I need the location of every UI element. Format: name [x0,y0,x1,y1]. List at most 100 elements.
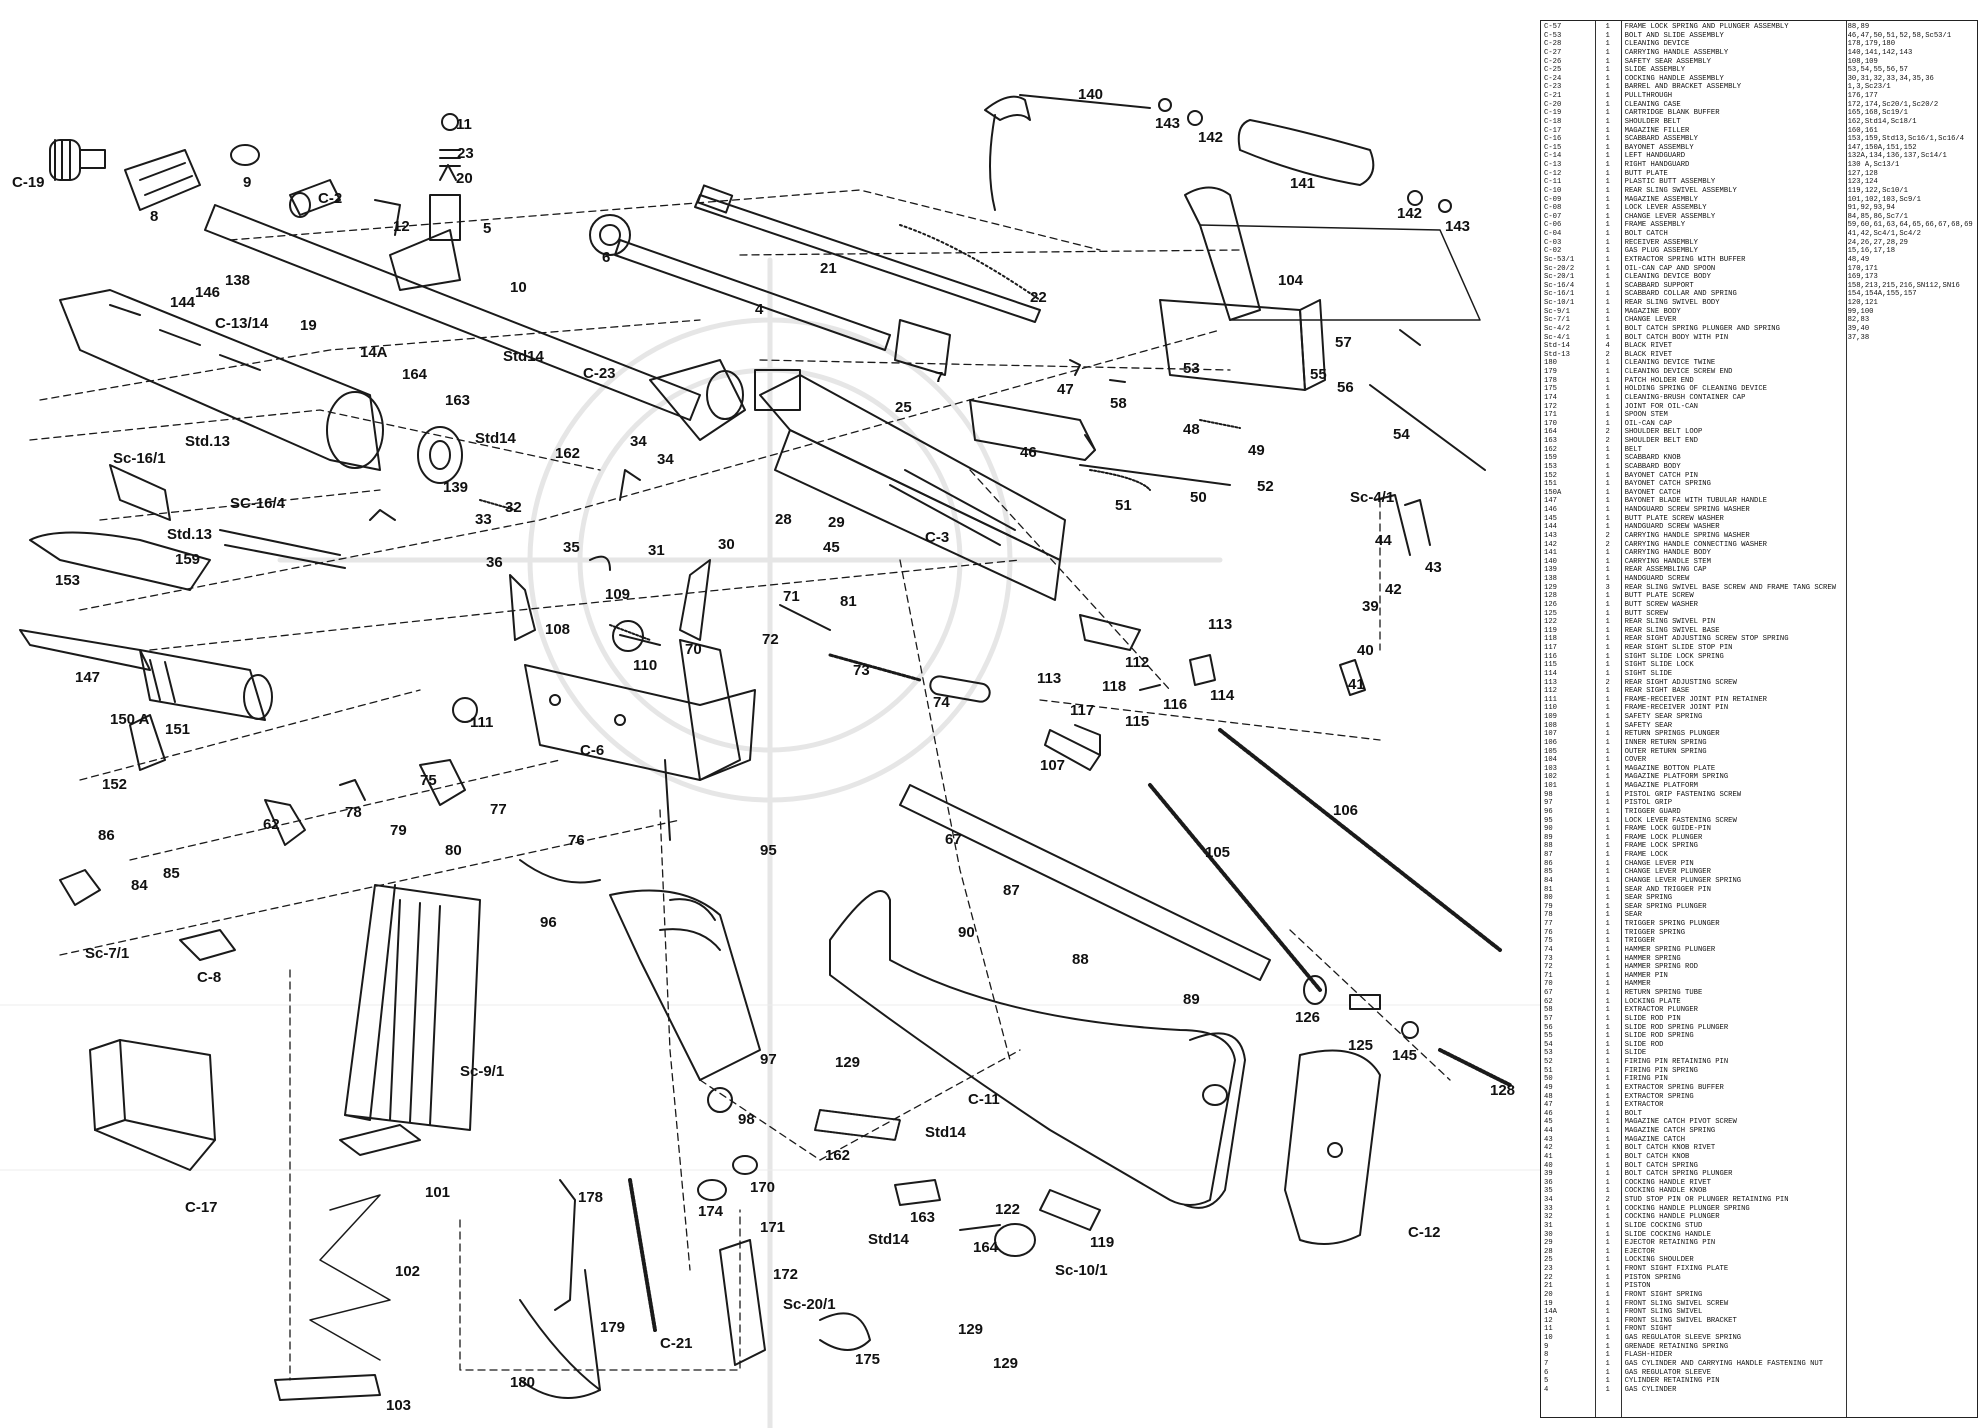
part-references: 24,26,27,28,29 [1847,238,1908,247]
part-quantity: 1 [1605,937,1610,946]
part-quantity: 1 [1605,1308,1610,1317]
part-code: 49 [1544,1083,1553,1092]
bolt-group [969,399,1241,491]
part-references [1845,653,1977,662]
part-quantity: 1 [1605,1144,1610,1153]
part-references [1845,972,1977,981]
part-code: 71 [1544,971,1553,980]
part-quantity: 1 [1605,1023,1610,1032]
part-quantity: 1 [1605,324,1610,333]
part-quantity: 1 [1605,635,1610,644]
part-code: 102 [1544,773,1557,782]
part-quantity: 1 [1605,152,1610,161]
part-references: 169,173 [1847,273,1878,282]
part-references [1845,480,1977,489]
part-code: 110 [1544,704,1557,713]
part-code: 140 [1544,557,1557,566]
flash-hider-assembly [49,139,260,211]
label-109: 109 [605,586,631,603]
part-code: 6 [1544,1368,1549,1377]
part-references: 108,109 [1847,57,1878,66]
part-references [1845,722,1977,731]
label-c19: C-19 [12,174,45,191]
part-quantity: 1 [1605,1032,1610,1041]
label-139: 139 [443,479,469,496]
part-description: PISTON [1624,1282,1651,1291]
part-quantity: 1 [1605,980,1610,989]
label-20: 20 [456,170,473,187]
part-quantity: 1 [1605,920,1610,928]
part-code: C-21 [1544,92,1562,100]
part-code: 70 [1544,980,1553,989]
part-description: JOINT FOR OIL-CAN [1624,402,1698,411]
part-quantity: 1 [1605,1368,1610,1377]
part-references [1845,1274,1977,1283]
part-quantity: 1 [1605,1152,1610,1161]
part-code: 179 [1544,368,1557,376]
part-quantity: 1 [1605,1170,1610,1179]
part-quantity: 1 [1605,454,1610,463]
label-113-b: 113 [1037,670,1062,687]
part-references [1845,532,1977,541]
label-96: 96 [540,914,557,931]
part-references [1845,1343,1977,1352]
part-quantity: 1 [1605,255,1610,264]
part-code: 129 [1544,583,1557,592]
part-references: 1,3,Sc23/1 [1847,83,1891,92]
part-description: REAR SLING SWIVEL BODY [1624,299,1720,307]
part-references [1845,937,1977,946]
part-description: BAYONET ASSEMBLY [1624,143,1694,152]
label-c8: C-8 [197,969,222,986]
part-description: LEFT HANDGUARD [1624,152,1686,161]
part-description: REAR SIGHT SLIDE STOP PIN [1624,644,1733,652]
part-description: FRONT SIGHT SPRING [1624,1290,1703,1299]
part-quantity: 1 [1605,721,1610,730]
part-references [1845,1024,1977,1033]
part-references [1845,1377,1977,1386]
label-145: 145 [1392,1047,1418,1064]
part-quantity: 1 [1605,66,1610,75]
part-description: BOLT [1624,1109,1642,1118]
part-quantity: 1 [1605,911,1610,920]
part-references [1845,523,1977,532]
gas-cylinder-and-piston [589,184,1041,376]
part-quantity: 1 [1605,807,1610,816]
part-code: 57 [1544,1014,1553,1023]
part-quantity: 1 [1605,945,1610,954]
receiver-cover-and-slide [1159,186,1486,471]
part-description: SHOULDER BELT END [1624,437,1698,445]
part-description: SHOULDER BELT LOOP [1624,428,1703,437]
label-56: 56 [1337,379,1354,396]
part-description: SLIDE ROD SPRING [1624,1032,1694,1041]
part-references [1845,696,1977,705]
part-description: INNER RETURN SPRING [1624,738,1707,747]
part-references [1845,1308,1977,1317]
label-163-b: 163 [910,1209,936,1226]
part-references [1845,842,1977,851]
label-152: 152 [102,776,128,793]
part-references [1845,377,1977,386]
part-description: SCABBARD KNOB [1624,454,1681,463]
label-41: 41 [1348,676,1365,693]
label-147: 147 [75,669,101,686]
part-quantity: 1 [1605,876,1610,885]
part-description: SEAR [1624,911,1642,920]
part-description: FRONT SLING SWIVEL [1624,1308,1703,1317]
